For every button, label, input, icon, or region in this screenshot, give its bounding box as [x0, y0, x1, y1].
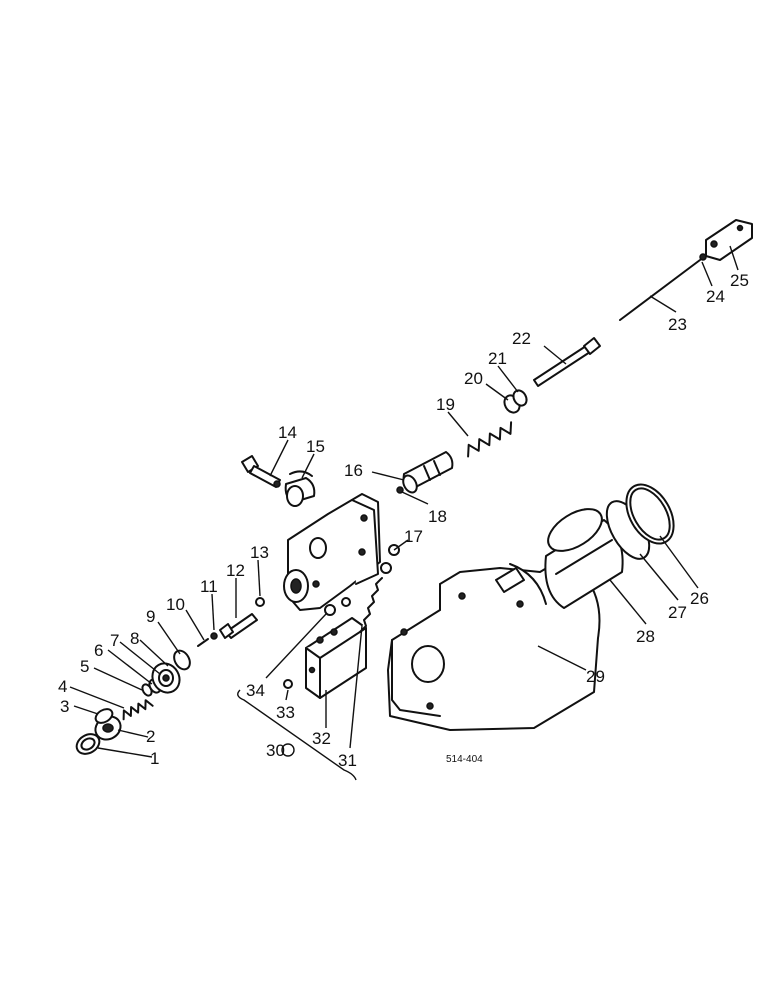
callout-31: 31	[338, 751, 357, 770]
callout-7: 7	[110, 631, 119, 650]
part-28-piston	[544, 508, 624, 609]
callout-30: 30	[266, 741, 285, 760]
callout-26: 26	[690, 589, 709, 608]
callout-4: 4	[58, 677, 67, 696]
part-1-snap-ring	[75, 733, 101, 755]
part-19-spring	[467, 421, 513, 458]
part-12-valve-stem	[219, 613, 258, 639]
callout-9: 9	[146, 607, 155, 626]
callout-23: 23	[668, 315, 687, 334]
part-3-o-ring	[94, 708, 114, 724]
callout-11: 11	[200, 577, 218, 596]
callout-34: 34	[246, 681, 265, 700]
part-11-ball	[210, 632, 218, 640]
callout-30-marker	[281, 743, 295, 757]
callout-33: 33	[276, 703, 295, 722]
callout-8: 8	[130, 629, 139, 648]
callout-2: 2	[146, 727, 155, 746]
callout-24: 24	[706, 287, 725, 306]
part-26-backup-ring	[625, 483, 675, 545]
part-7-8-valve-seat	[151, 662, 181, 694]
callout-28: 28	[636, 627, 655, 646]
callout-15: 15	[306, 437, 325, 456]
part-9-o-ring	[173, 649, 191, 671]
callout-3: 3	[60, 697, 69, 716]
callout-17: 17	[404, 527, 423, 546]
callout-20: 20	[464, 369, 483, 388]
callout-29: 29	[586, 667, 605, 686]
part-31-spring	[359, 577, 383, 633]
callout-21: 21	[488, 349, 507, 368]
valve-housing	[283, 493, 381, 611]
part-33-ball	[283, 679, 293, 689]
part-16-spool	[402, 451, 454, 494]
callout-22: 22	[512, 329, 531, 348]
drawing-code: 514-404	[446, 754, 483, 765]
part-22-rod	[533, 337, 601, 387]
part-10-pin	[197, 638, 209, 647]
callout-25: 25	[730, 271, 749, 290]
group-30-bracket	[237, 689, 357, 781]
callout-19: 19	[436, 395, 455, 414]
callout-14: 14	[278, 423, 297, 442]
part-13-small-ring	[255, 597, 265, 607]
part-18-pin	[396, 486, 404, 494]
part-17-o-rings	[380, 544, 400, 574]
part-25-clevis	[705, 219, 753, 261]
part-32-spacer-block	[305, 617, 367, 699]
callout-16: 16	[344, 461, 363, 480]
callout-18: 18	[428, 507, 447, 526]
callout-numbers: 1 2 3 4 5 6 7 8 9 10 11 12 13 14 15 16 1…	[58, 271, 749, 770]
callout-5: 5	[80, 657, 89, 676]
part-14-bolt	[241, 455, 281, 488]
callout-6: 6	[94, 641, 103, 660]
part-34-o-rings	[324, 597, 351, 616]
part-21-o-ring	[512, 389, 528, 407]
callout-27: 27	[668, 603, 687, 622]
callout-1: 1	[150, 749, 159, 768]
leader-lines	[69, 245, 739, 758]
part-23-long-rod	[619, 259, 701, 321]
part-15-bushing	[284, 470, 316, 507]
part-29-cylinder-housing	[387, 563, 601, 731]
callout-13: 13	[250, 543, 269, 562]
callout-10: 10	[166, 595, 185, 614]
callout-12: 12	[226, 561, 245, 580]
part-4-spring	[122, 699, 154, 721]
callout-32: 32	[312, 729, 331, 748]
